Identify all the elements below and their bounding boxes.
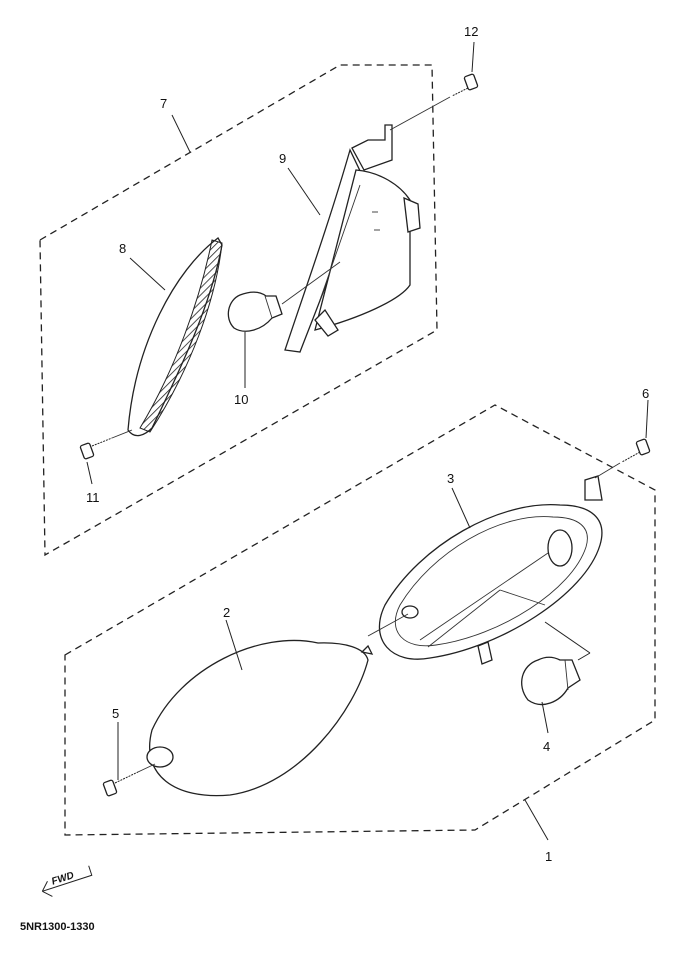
callout-11: 11 xyxy=(86,490,100,505)
callout-9: 9 xyxy=(279,151,286,166)
leader-11 xyxy=(86,461,93,485)
callout-1: 1 xyxy=(545,849,552,864)
assembly-line-2-3 xyxy=(367,613,409,637)
part-3-housing xyxy=(378,475,603,665)
leader-12 xyxy=(471,41,475,73)
part-5-screw xyxy=(102,763,156,797)
fwd-indicator: FWD xyxy=(41,865,93,897)
part-6-screw xyxy=(594,438,651,479)
part-10-bulb xyxy=(227,261,341,332)
leader-1 xyxy=(524,799,549,841)
part-12-screw xyxy=(389,73,479,131)
leader-9 xyxy=(287,167,321,216)
callout-10: 10 xyxy=(234,392,248,407)
part-8-lens xyxy=(127,237,223,437)
leader-2 xyxy=(225,619,243,671)
leader-8 xyxy=(129,257,166,291)
part-2-lens xyxy=(146,639,374,797)
upper-assembly-boundary xyxy=(39,64,438,557)
part-11-screw xyxy=(79,429,133,460)
callout-12: 12 xyxy=(464,24,478,39)
callout-8: 8 xyxy=(119,241,126,256)
leader-4 xyxy=(541,701,549,734)
diagram-code: 5NR1300-1330 xyxy=(20,921,95,933)
leader-6 xyxy=(645,399,649,439)
callout-5: 5 xyxy=(112,706,119,721)
callout-7: 7 xyxy=(160,96,167,111)
callout-2: 2 xyxy=(223,605,230,620)
part-9-housing xyxy=(284,124,421,353)
callout-6: 6 xyxy=(642,386,649,401)
lower-assembly-boundary xyxy=(64,404,656,836)
callout-3: 3 xyxy=(447,471,454,486)
leader-3 xyxy=(451,487,471,529)
leader-7 xyxy=(171,114,191,153)
callout-4: 4 xyxy=(543,739,550,754)
part-4-bulb xyxy=(521,621,591,705)
